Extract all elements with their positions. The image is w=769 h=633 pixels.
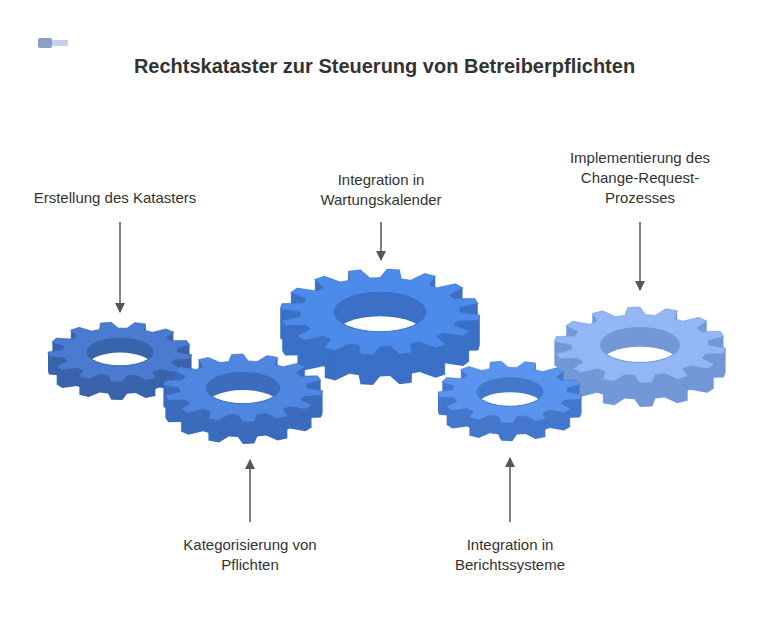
gear-hole [334,316,426,356]
gear-top [554,307,725,383]
gear-label: Implementierung des Change-Request-Proze… [553,148,728,208]
gear-shape [554,307,725,407]
gear-label: Integration in Wartungskalender [311,170,451,210]
leader-arrow [249,460,251,522]
gear-hole [206,390,280,421]
gear-side [163,355,322,423]
gear-hole [600,347,679,382]
gear-hole [87,353,153,381]
gear-shape [280,269,480,385]
gear-side [554,308,725,384]
gear-shape [163,354,322,444]
gear-side [280,270,480,356]
gear-group [48,269,726,444]
diagram-title: Rechtskataster zur Steuerung von Betreib… [0,55,769,78]
gear-top [438,361,582,423]
gear-top [48,322,192,382]
gear-label: Erstellung des Katasters [15,188,215,208]
gear-hole-rim [87,338,153,366]
leader-arrow [380,222,382,260]
gear-label: Integration in Berichtssysteme [435,535,585,575]
gear-side [48,323,192,383]
leader-arrow [639,222,641,290]
gear-side [438,362,582,424]
gear-hole-rim [600,328,679,363]
gear-top [280,269,480,355]
gear-label: Kategorisierung von Pflichten [165,535,335,575]
leader-arrow [119,222,121,312]
gear-hole-rim [334,292,426,332]
leader-arrows [120,222,640,522]
gear-hole-rim [206,372,280,403]
logo-icon [38,38,68,48]
gear-top [163,354,322,422]
leader-arrow [509,458,511,522]
gear-hole-rim [477,378,543,407]
gear-shape [438,361,582,441]
